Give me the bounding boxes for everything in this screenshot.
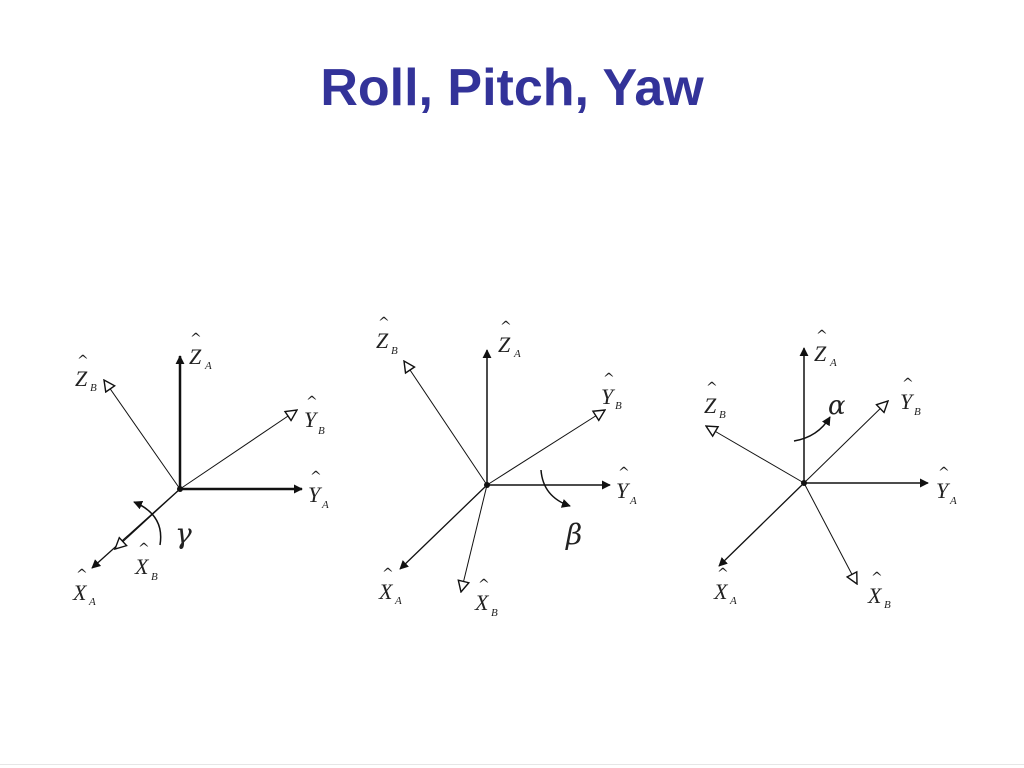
yaw-x-b-axis	[803, 482, 857, 584]
svg-text:A: A	[729, 595, 737, 607]
pitch-y-b-axis	[486, 410, 605, 486]
svg-text:X: X	[474, 590, 490, 615]
roll-rotation-symbol: γ	[175, 517, 192, 550]
pitch-x-a-label: ^ X A	[378, 566, 402, 607]
footer-divider	[0, 764, 1024, 765]
svg-text:B: B	[719, 409, 726, 421]
svg-text:^: ^	[500, 319, 512, 335]
yaw-y-a-label: ^ Y A	[936, 465, 957, 507]
svg-text:^: ^	[378, 315, 390, 331]
svg-text:B: B	[491, 607, 498, 619]
svg-text:^: ^	[816, 328, 828, 344]
roll-z-a-label: ^ Z A	[189, 331, 212, 372]
pitch-x-a-axis	[399, 484, 488, 570]
roll-z-b-axis	[104, 380, 181, 490]
yaw-z-b-axis	[706, 426, 805, 484]
yaw-x-b-label: ^ X B	[867, 570, 891, 611]
roll-z-b-label: ^ Z B	[75, 353, 97, 394]
svg-text:Z: Z	[189, 344, 202, 369]
yaw-z-b-label: ^ Z B	[704, 380, 726, 421]
pitch-frame: β ^ Z B ^ Z A ^ Y B ^ Y A ^ X A ^ X	[376, 315, 637, 619]
svg-text:^: ^	[138, 541, 150, 557]
svg-text:B: B	[90, 382, 97, 394]
pitch-y-b-label: ^ Y B	[601, 371, 622, 412]
svg-text:A: A	[88, 596, 96, 608]
yaw-origin	[801, 480, 807, 486]
svg-text:Y: Y	[308, 482, 323, 507]
svg-text:Y: Y	[936, 478, 951, 503]
svg-text:B: B	[914, 406, 921, 418]
yaw-y-b-label: ^ Y B	[900, 376, 921, 418]
svg-text:^: ^	[76, 567, 88, 583]
svg-text:X: X	[378, 579, 394, 604]
roll-y-b-axis	[179, 410, 297, 490]
svg-text:B: B	[151, 571, 158, 583]
pitch-y-a-label: ^ Y A	[616, 465, 637, 507]
roll-frame: γ ^ Z A ^ Z B ^ Y B ^ Y A ^ X B ^ X	[72, 331, 329, 608]
yaw-z-a-label: ^ Z A	[814, 328, 837, 369]
svg-text:Y: Y	[601, 384, 616, 409]
svg-text:A: A	[204, 360, 212, 372]
svg-text:B: B	[391, 345, 398, 357]
svg-text:^: ^	[938, 465, 950, 481]
svg-text:A: A	[321, 499, 329, 511]
svg-text:^: ^	[618, 465, 630, 481]
svg-text:^: ^	[382, 566, 394, 582]
svg-text:B: B	[884, 599, 891, 611]
yaw-rotation-symbol: α	[828, 391, 846, 421]
svg-text:A: A	[394, 595, 402, 607]
svg-text:^: ^	[478, 577, 490, 593]
pitch-origin	[484, 482, 490, 488]
svg-text:Z: Z	[376, 328, 389, 353]
svg-text:A: A	[949, 495, 957, 507]
roll-origin	[177, 486, 183, 492]
pitch-rotation-arrow	[540, 469, 571, 508]
roll-x-b-label: ^ X B	[134, 541, 158, 583]
svg-text:^: ^	[871, 570, 883, 586]
svg-text:Z: Z	[75, 366, 88, 391]
svg-text:Y: Y	[900, 389, 915, 414]
pitch-x-b-axis	[461, 484, 488, 592]
svg-text:B: B	[318, 425, 325, 437]
svg-text:Y: Y	[304, 407, 319, 432]
yaw-rotation-arrow	[793, 416, 831, 442]
svg-text:Z: Z	[814, 341, 827, 366]
pitch-z-b-label: ^ Z B	[376, 315, 398, 357]
svg-text:^: ^	[77, 353, 89, 369]
roll-rotation-arrow	[133, 500, 162, 546]
pitch-rotation-symbol: β	[565, 518, 582, 551]
pitch-z-b-axis	[404, 361, 488, 486]
svg-text:^: ^	[306, 394, 318, 410]
svg-text:^: ^	[190, 331, 202, 347]
roll-x-a-label: ^ X A	[72, 567, 96, 608]
svg-text:X: X	[134, 554, 150, 579]
pitch-x-b-label: ^ X B	[474, 577, 498, 619]
svg-text:^: ^	[717, 566, 729, 582]
yaw-x-a-axis	[718, 482, 805, 567]
svg-text:B: B	[615, 400, 622, 412]
roll-y-b-label: ^ Y B	[304, 394, 325, 437]
yaw-frame: α ^ Z A ^ Z B ^ Y B ^ Y A ^ X A ^ X	[704, 328, 957, 611]
svg-text:Z: Z	[498, 332, 511, 357]
roll-x-b-axis	[115, 488, 181, 549]
svg-text:A: A	[829, 357, 837, 369]
svg-text:Z: Z	[704, 393, 717, 418]
svg-text:Y: Y	[616, 478, 631, 503]
svg-text:X: X	[867, 583, 883, 608]
svg-text:^: ^	[603, 371, 615, 387]
yaw-y-b-axis	[803, 401, 888, 484]
svg-text:^: ^	[706, 380, 718, 396]
pitch-z-a-label: ^ Z A	[498, 319, 521, 360]
svg-text:X: X	[72, 580, 88, 605]
svg-text:^: ^	[902, 376, 914, 392]
svg-text:^: ^	[310, 469, 322, 485]
svg-text:A: A	[629, 495, 637, 507]
yaw-x-a-label: ^ X A	[713, 566, 737, 607]
svg-text:A: A	[513, 348, 521, 360]
svg-text:X: X	[713, 579, 729, 604]
slide-title: Roll, Pitch, Yaw	[320, 59, 704, 117]
roll-y-a-label: ^ Y A	[308, 469, 329, 511]
